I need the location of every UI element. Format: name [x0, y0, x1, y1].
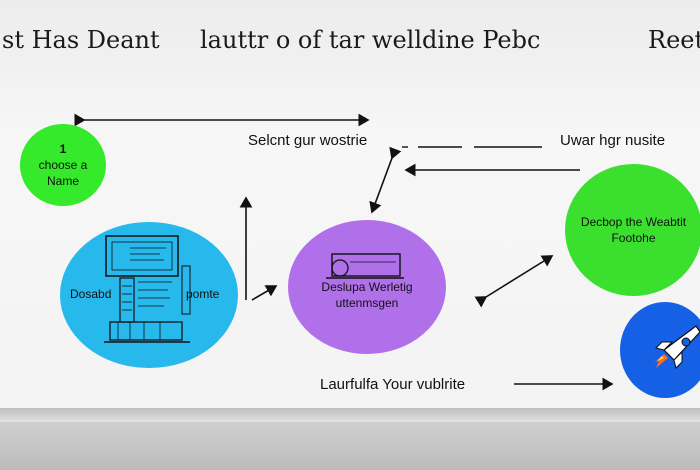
select-label: Selcnt gur wostrie	[248, 132, 368, 149]
monitor-sketch-icon	[104, 235, 191, 343]
launch-node	[620, 302, 700, 398]
develop-node: Deslupa Werletig uttenmsgen	[288, 220, 446, 354]
deploy-line1: Decbop the Weabtit	[580, 215, 687, 229]
host-label: Uwar hgr nusite	[560, 132, 666, 149]
deploy-line2: Footohe	[611, 231, 656, 245]
launch-label: Laurfulfa Your vublrite	[320, 376, 466, 393]
arrow-develop-deploy	[474, 255, 554, 308]
floor-strip	[0, 422, 700, 470]
arrow-design-develop	[251, 285, 278, 301]
header-title: lauttr o of tar welldine Pebc	[200, 26, 541, 54]
design-left-text: Dosabd	[70, 287, 112, 301]
design-node: Dosabd pomte	[60, 222, 238, 368]
header-left-text: st Has Deant	[2, 26, 160, 54]
develop-line1: Deslupa Werletig	[321, 280, 413, 294]
step1-line2: Name	[46, 174, 79, 188]
step1-line1: choose a	[38, 158, 88, 172]
header-right-text: Reet	[648, 26, 700, 54]
marker-tray	[0, 408, 700, 422]
design-right-text: pomte	[186, 287, 220, 301]
arrow-select-develop	[369, 146, 402, 214]
develop-line2: uttenmsgen	[335, 296, 399, 310]
step-choose-name-node: 1 choose a Name	[20, 124, 106, 206]
step-number: 1	[59, 142, 67, 156]
laptop-icon	[326, 253, 404, 279]
deploy-node: Decbop the Weabtit Footohe	[565, 164, 700, 296]
rocket-icon	[652, 325, 700, 369]
